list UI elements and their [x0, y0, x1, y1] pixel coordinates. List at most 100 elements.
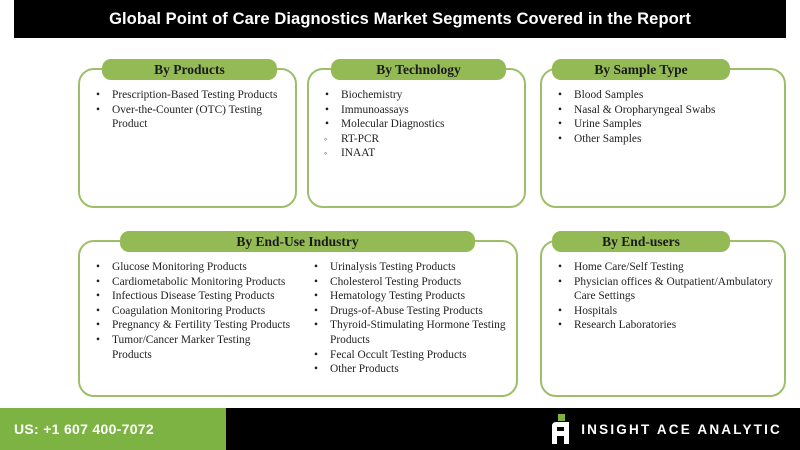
segment-card-by-products: By Products • Prescription-Based Testing …	[78, 59, 297, 208]
segment-card-header-by-end-users: By End-users	[552, 231, 730, 252]
list-item: • Fecal Occult Testing Products	[312, 348, 510, 363]
bullet-icon: •	[96, 89, 100, 101]
list-item-label: INAAT	[341, 147, 376, 160]
list-item: •Coagulation Monitoring Products	[94, 304, 292, 319]
list-item-label: Over-the-Counter (OTC) Testing Product	[112, 103, 262, 131]
list-item-label: Hematology Testing Products	[330, 290, 466, 303]
list-item-label: Research Laboratories	[574, 319, 677, 332]
segment-column: • Blood Samples • Nasal & Oropharyngeal Sw…	[542, 88, 784, 146]
list-item: • Other Samples	[556, 132, 778, 147]
segment-card-body: •Glucose Monitoring Products • Cardiometa…	[80, 260, 516, 377]
list-item-label: Thyroid-Stimulating Hormone Testing Prod…	[330, 319, 506, 346]
segment-card-body: • Prescription-Based Testing Products • Ov…	[80, 88, 295, 132]
list-item: ◦ RT-PCR	[323, 132, 518, 147]
list-item-label: Prescription-Based Testing Products	[112, 89, 278, 101]
list-item-label: Cholesterol Testing Products	[330, 275, 462, 288]
list-item: •Drugs-of-Abuse Testing Products	[312, 304, 510, 319]
list-item: •Molecular Diagnostics	[323, 117, 518, 132]
list-item-label: Tumor/Cancer Marker Testing Products	[112, 333, 251, 361]
page-title: Global Point of Care Diagnostics Market …	[109, 9, 691, 28]
segment-list: • Blood Samples • Nasal & Oropharyngeal Sw…	[542, 88, 784, 146]
list-item-label: RT-PCR	[341, 132, 380, 145]
bullet-icon: •	[96, 304, 100, 317]
logo-dot-icon	[558, 414, 566, 421]
list-item: •Urinalysis Testing Products	[312, 260, 510, 275]
bullet-icon: •	[96, 319, 100, 332]
segment-card-header-by-sample-type: By Sample Type	[552, 59, 730, 80]
list-item: • Prescription-Based Testing Products	[94, 88, 289, 103]
list-item-label: Urine Samples	[574, 118, 642, 131]
segment-card-by-end-users: By End-users • Home Care/Self Testing • Ph…	[540, 231, 786, 397]
bullet-icon: •	[558, 132, 562, 145]
list-item-label: Pregnancy & Fertility Testing Products	[112, 319, 291, 332]
list-item: • Immunoassays	[323, 103, 518, 118]
list-item: •Biochemistry	[323, 88, 518, 103]
bullet-icon: •	[314, 348, 318, 361]
bullet-icon: •	[325, 103, 329, 116]
list-item-label: Fecal Occult Testing Products	[330, 348, 467, 361]
list-item: • Tumor/Cancer Marker Testing Products	[94, 333, 292, 362]
bullet-icon: •	[96, 103, 100, 116]
segment-card-title: By Products	[154, 61, 225, 77]
segment-list: •Urinalysis Testing Products •Cholestero…	[298, 260, 516, 377]
list-item-label: Nasal & Oropharyngeal Swabs	[574, 103, 716, 116]
bullet-icon: •	[314, 275, 318, 288]
segment-list: • Home Care/Self Testing • Physician offic…	[542, 260, 784, 333]
segment-list: •Biochemistry •Immunoassays •Molecular D…	[309, 88, 524, 161]
segment-card-title: By Technology	[376, 61, 461, 77]
bullet-icon: •	[96, 290, 100, 303]
bullet-icon: •	[558, 261, 562, 273]
insight-ace-logo-icon	[551, 414, 570, 444]
segment-card-by-end-use-industry: By End-Use Industry •Glucose Monitoring …	[78, 231, 518, 397]
list-item-label: Blood Samples	[574, 89, 644, 101]
segment-card-header-by-products: By Products	[102, 59, 277, 80]
segment-card-body: • Blood Samples • Nasal & Oropharyngeal Sw…	[542, 88, 784, 146]
list-item: ◦ INAAT	[323, 146, 518, 161]
list-item: •Hematology Testing Products	[312, 289, 510, 304]
list-item: • Home Care/Self Testing	[556, 260, 778, 275]
list-item-label: Home Care/Self Testing	[574, 261, 684, 273]
footer-phone-block: US: +1 607 400-7072	[0, 408, 226, 450]
bullet-icon: •	[96, 333, 100, 346]
list-item: • Research Laboratories	[556, 318, 778, 333]
bullet-icon: •	[96, 275, 100, 288]
bullet-icon: •	[558, 319, 562, 332]
segment-card-header-by-technology: By Technology	[331, 59, 506, 80]
bullet-icon: •	[558, 275, 562, 288]
list-item: • Cardiometabolic Monitoring Products	[94, 275, 292, 290]
segment-card-body: •Biochemistry •Immunoassays •Molecular D…	[309, 88, 524, 161]
list-item: • Blood Samples	[556, 88, 778, 103]
segment-card-by-sample-type: By Sample Type • Blood Samples • Nasal & O…	[540, 59, 786, 208]
list-item-label: Urinalysis Testing Products	[330, 261, 456, 273]
list-item-label: Other Samples	[574, 132, 642, 145]
segment-column: • Home Care/Self Testing • Physician offic…	[542, 260, 784, 333]
hollow-bullet-icon: ◦	[324, 148, 328, 159]
footer-brand: INSIGHT ACE ANALYTIC	[551, 408, 782, 450]
list-item-label: Physician offices & Outpatient/Ambulator…	[574, 275, 773, 303]
segment-column: •Urinalysis Testing Products •Cholestero…	[298, 260, 516, 377]
list-item-label: Biochemistry	[341, 89, 403, 101]
segment-card-body: • Home Care/Self Testing • Physician offic…	[542, 260, 784, 333]
bullet-icon: •	[96, 261, 100, 273]
list-item: •Glucose Monitoring Products	[94, 260, 292, 275]
bullet-icon: •	[558, 118, 562, 131]
bullet-icon: •	[558, 304, 562, 317]
list-item-label: Immunoassays	[341, 103, 409, 116]
list-item: •Hospitals	[556, 304, 778, 319]
list-item-label: Other Products	[330, 363, 399, 376]
list-item-label: Infectious Disease Testing Products	[112, 290, 275, 303]
bullet-icon: •	[314, 319, 318, 332]
bullet-icon: •	[558, 89, 562, 101]
segment-list: •Glucose Monitoring Products • Cardiometa…	[80, 260, 298, 362]
list-item: • Thyroid-Stimulating Hormone Testing Pro…	[312, 318, 510, 347]
bullet-icon: •	[314, 363, 318, 376]
list-item: • Pregnancy & Fertility Testing Products	[94, 318, 292, 333]
hollow-bullet-icon: ◦	[324, 133, 328, 144]
list-item-label: Cardiometabolic Monitoring Products	[112, 275, 286, 288]
bullet-icon: •	[325, 118, 329, 131]
list-item-label: Drugs-of-Abuse Testing Products	[330, 304, 483, 317]
list-item: • Cholesterol Testing Products	[312, 275, 510, 290]
segment-list: • Prescription-Based Testing Products • Ov…	[80, 88, 295, 132]
bullet-icon: •	[558, 103, 562, 116]
list-item: • Infectious Disease Testing Products	[94, 289, 292, 304]
